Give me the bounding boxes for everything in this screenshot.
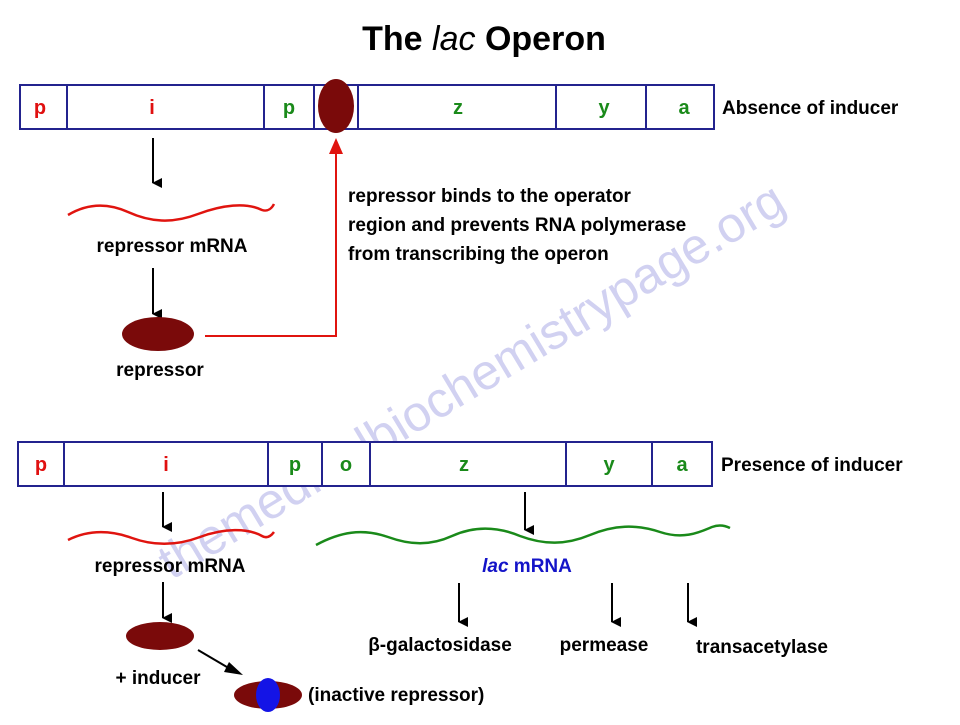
explanation-line-1: repressor binds to the operator <box>348 186 632 207</box>
bottom-operon-bar: p i p o z y a <box>17 441 713 487</box>
top-seg-box-promoter-i <box>19 84 68 130</box>
title-suffix: Operon <box>476 20 606 58</box>
top-seg-box-a-gene <box>645 84 715 130</box>
repressor-mrna-label-top: repressor mRNA <box>97 236 248 257</box>
bound-repressor <box>318 79 354 133</box>
product-galactosidase: β-galactosidase <box>368 635 512 656</box>
top-seg-box-promoter <box>263 84 315 130</box>
explanation-line-3: from transcribing the operon <box>348 244 609 265</box>
lac-mrna-rest: mRNA <box>509 556 573 577</box>
repressor-mrna-squiggle-bottom <box>67 528 275 546</box>
bottom-seg-box-operator <box>321 441 371 487</box>
bottom-seg-label-o: o <box>340 454 352 476</box>
bottom-seg-box-i-gene <box>63 441 269 487</box>
bottom-seg-box-y-gene <box>565 441 653 487</box>
bottom-seg-label-z: z <box>459 454 469 476</box>
top-seg-label-y: y <box>598 97 610 119</box>
repressor-binding-arrowhead <box>329 138 343 154</box>
arrow-to-inactive-repressor <box>197 649 233 671</box>
top-seg-label-p1: p <box>34 97 46 119</box>
lac-mrna-italic: lac <box>482 556 509 577</box>
top-seg-box-i-gene <box>66 84 265 130</box>
repressor-label-top: repressor <box>116 360 204 381</box>
lac-mrna-label: lac mRNA <box>482 556 572 577</box>
lac-mrna-squiggle <box>315 524 731 547</box>
bottom-seg-label-p2: p <box>289 454 301 476</box>
bottom-seg-box-a-gene <box>651 441 713 487</box>
bottom-seg-label-p1: p <box>35 454 47 476</box>
bottom-seg-label-y: y <box>603 454 615 476</box>
title-prefix: The <box>362 20 432 58</box>
repressor-binding-path <box>205 152 337 337</box>
top-condition-label: Absence of inducer <box>722 98 899 119</box>
top-seg-label-z: z <box>453 97 463 119</box>
title-italic-lac: lac <box>432 20 475 58</box>
explanation-line-2: region and prevents RNA polymerase <box>348 215 686 236</box>
arrow-to-inactive-repressor-head <box>224 662 243 675</box>
top-seg-box-z-gene <box>357 84 557 130</box>
top-seg-box-y-gene <box>555 84 647 130</box>
repressor-mrna-squiggle-top <box>67 203 276 222</box>
product-transacetylase: transacetylase <box>696 637 828 658</box>
top-seg-label-i: i <box>149 97 155 119</box>
product-permease: permease <box>560 635 649 656</box>
bottom-seg-label-i: i <box>163 454 169 476</box>
bottom-condition-label: Presence of inducer <box>721 455 903 476</box>
plus-inducer-label: + inducer <box>116 668 202 689</box>
bottom-seg-label-a: a <box>676 454 688 476</box>
repressor-protein-bottom <box>126 622 194 650</box>
inactive-repressor-label: (inactive repressor) <box>308 685 484 706</box>
top-seg-label-p2: p <box>283 97 295 119</box>
top-seg-label-a: a <box>678 97 690 119</box>
top-operon-bar: p i p z y a <box>19 84 715 130</box>
repressor-protein-top <box>122 317 194 351</box>
repressor-mrna-label-bottom: repressor mRNA <box>95 556 246 577</box>
bottom-seg-box-promoter <box>267 441 323 487</box>
bound-inducer <box>256 678 280 712</box>
bottom-seg-box-z-gene <box>369 441 567 487</box>
page-title: The lac Operon <box>362 20 606 58</box>
